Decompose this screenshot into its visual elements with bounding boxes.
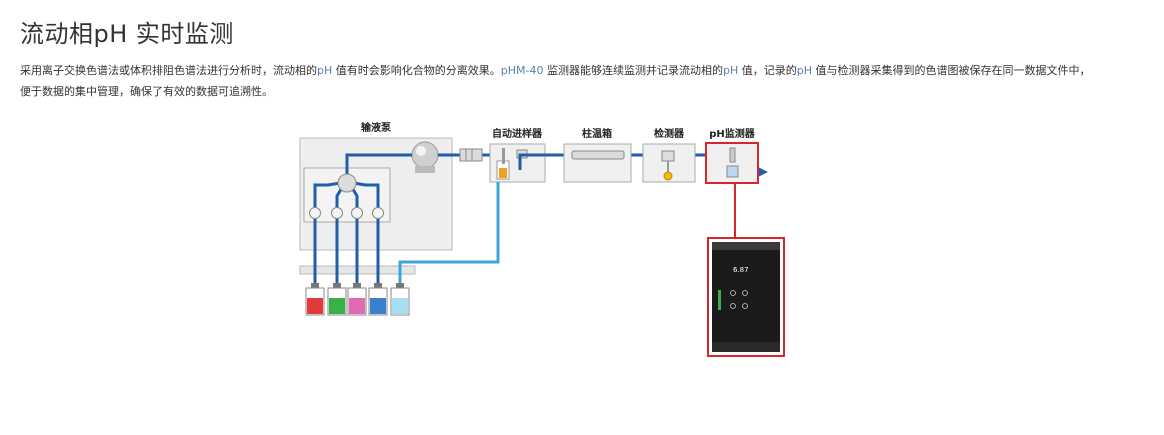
desc-text-1: 采用离子交换色谱法或体积排阻色谱法进行分析时，流动相的 <box>20 64 317 77</box>
solvent-bottle-pink <box>347 283 367 316</box>
solvent-bottle-green <box>327 283 347 316</box>
sample-line <box>398 182 500 286</box>
solvent-bottle-red <box>305 283 325 316</box>
proportioning-valves <box>309 207 384 219</box>
solvent-lines <box>313 181 380 286</box>
solvent-bottles <box>305 283 410 316</box>
desc-highlight-ph: pH <box>317 64 333 77</box>
desc-text-4: 值，记录的 <box>738 64 797 77</box>
desc-text-5: 值与检测器采集得到的色谱图被保存在同一数据文件中，便于数据的集中管理，确保了有效… <box>20 64 1091 98</box>
label-autosampler: 自动进样器 <box>492 127 543 140</box>
column-icon <box>571 150 625 160</box>
desc-highlight-ph: pH <box>722 64 739 77</box>
device-buttons <box>730 290 748 309</box>
label-column-oven: 柱温箱 <box>582 127 612 140</box>
sample-vial-icon <box>499 168 507 178</box>
pump-loop-line <box>345 153 412 175</box>
label-pump: 输液泵 <box>361 121 392 134</box>
line-filter-icon <box>459 148 483 162</box>
label-ph-monitor: pH监测器 <box>709 127 756 140</box>
lamp-icon <box>663 171 673 181</box>
injection-needle-icon <box>502 148 505 164</box>
desc-highlight-model: pHM-40 <box>500 64 544 77</box>
page-title: 流动相pH 实时监测 <box>20 20 234 48</box>
status-led <box>718 290 721 310</box>
label-detector: 检测器 <box>654 127 685 140</box>
ph-electrode-icon <box>729 147 736 163</box>
desc-text-2: 值有时会影响化合物的分离效果。 <box>332 64 501 77</box>
page-description: 采用离子交换色谱法或体积排阻色谱法进行分析时，流动相的pH 值有时会影响化合物的… <box>20 60 1100 102</box>
mixer-valve-icon <box>337 173 357 193</box>
desc-highlight-ph: pH <box>796 64 813 77</box>
solvent-bottle-blue <box>368 283 388 316</box>
ph-monitor-device <box>712 242 780 352</box>
ph-reading: 6.87 <box>733 266 749 274</box>
flow-cell-icon <box>661 150 675 162</box>
solvent-bottle-lightblue <box>390 283 410 316</box>
pump-head-icon <box>411 141 439 169</box>
flow-arrow-icon <box>758 167 768 177</box>
column-oven-unit <box>563 143 632 183</box>
desc-text-3: 监测器能够连续监测并记录流动相的 <box>543 64 723 77</box>
